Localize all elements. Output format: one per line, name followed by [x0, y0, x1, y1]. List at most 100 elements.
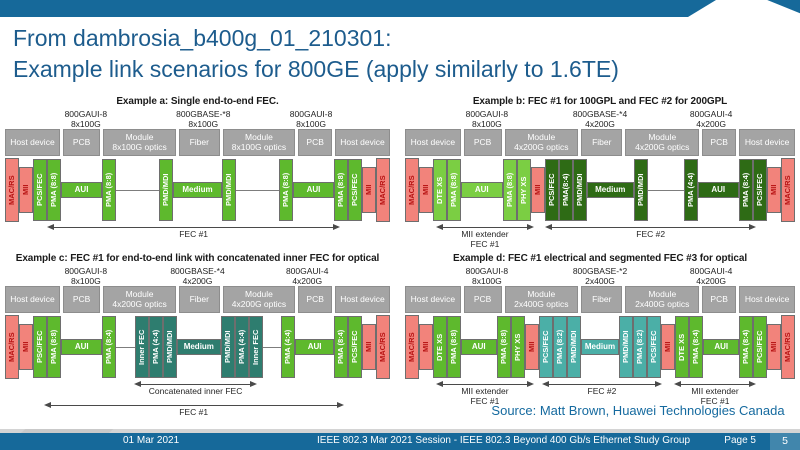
- source-credit: Source: Matt Brown, Huawei Technologies …: [491, 403, 785, 418]
- example-c-title: Example c: FEC #1 for end-to-end link wi…: [15, 253, 380, 264]
- layer-block-label: Module: [245, 131, 273, 142]
- layer-block-label: Host device: [10, 136, 55, 147]
- sublayer-block: MII: [419, 167, 433, 213]
- sublayer-block: PCS/FEC: [348, 159, 363, 221]
- layer-block-label: 4x200G optics: [231, 298, 287, 309]
- layer-block: PCB: [62, 286, 101, 313]
- connection-bar: Medium: [176, 339, 221, 355]
- connection-bar: AUI: [703, 339, 739, 355]
- layer-block-label: 4x200G optics: [635, 141, 690, 152]
- arrow-label-line: MII extender: [691, 386, 739, 396]
- sublayer-block: PMD/MDI: [633, 159, 648, 221]
- sublayer-block: MAC/RS: [5, 315, 19, 379]
- layer-block: Host device: [739, 286, 795, 313]
- arrow-head-left-icon: [674, 381, 682, 387]
- sublayer-block: PMA (8:8): [278, 159, 293, 221]
- arrow-label: FEC #2: [542, 386, 663, 397]
- arrow-head-left-icon: [43, 402, 51, 408]
- sublayer-block: PMA (8:8): [502, 159, 517, 221]
- layer-block-label: Module: [245, 288, 273, 299]
- sublayer-block: MII: [530, 167, 545, 213]
- arrow-label: FEC #1: [44, 407, 344, 418]
- layer-block-label: PCB: [72, 293, 91, 304]
- layer-block: Fiber: [581, 286, 623, 313]
- interface-name: 800GAUI-8: [64, 266, 108, 276]
- sublayer-block: PMA(8:4): [558, 159, 573, 221]
- layer-block: Host device: [739, 129, 795, 156]
- interface-name: 800GBASE-*2: [572, 266, 628, 276]
- arrow-label-line: FEC #2: [636, 229, 666, 239]
- arrow-line: [47, 224, 340, 230]
- sublayer-block: PMA (8:8): [47, 316, 61, 378]
- sublayer-block: PHY XS: [510, 316, 525, 378]
- span-arrow: FEC #2: [545, 224, 756, 240]
- sublayer-block: PMA (4:4): [683, 159, 698, 221]
- layer-block: Host device: [335, 286, 390, 313]
- sublayer-block: PMA (4:4): [148, 316, 163, 378]
- layer-block-label: Host device: [340, 136, 385, 147]
- layer-block-label: Host device: [410, 293, 456, 304]
- sublayer-block: MII: [362, 167, 377, 213]
- slide-title-line2: Example link scenarios for 800GE (apply …: [13, 55, 619, 82]
- sublayer-block: MII: [767, 167, 781, 213]
- layer-block-label: Fiber: [189, 136, 209, 147]
- sublayer-block: PMD/MDI: [220, 316, 235, 378]
- arrow-head-left-icon: [436, 224, 444, 230]
- interface-name: 800GAUI-8: [64, 109, 108, 119]
- arrow-line: [674, 381, 756, 387]
- sublayer-block: PCS/FEC: [753, 159, 767, 221]
- sublayer-block: PMA (8:4): [739, 159, 753, 221]
- layer-block-label: 8x100G optics: [231, 141, 287, 152]
- interface-name: 800GAUI-4: [689, 266, 733, 276]
- arrow-line: [436, 381, 534, 387]
- example-b: Example b: FEC #1 for 100GPL and FEC #2 …: [405, 96, 795, 249]
- example-a-title: Example a: Single end-to-end FEC.: [116, 96, 279, 107]
- layer-block: PCB: [62, 129, 101, 156]
- top-banner-corner: [767, 0, 800, 14]
- interface-lanes: 4x200G: [585, 118, 615, 129]
- layer-block-label: Host device: [10, 293, 55, 304]
- sublayer-block: PMA (8:4): [739, 316, 753, 378]
- sublayer-block: MII: [419, 324, 433, 370]
- arrow-head-right-icon: [526, 224, 534, 230]
- layer-block-label: PCB: [473, 136, 492, 147]
- layer-block-label: PCB: [306, 293, 324, 304]
- connector-line: [116, 346, 135, 348]
- arrow-label-line: FEC #1: [179, 407, 209, 417]
- arrow-label-line: FEC #1: [470, 238, 500, 249]
- layer-block-label: Module: [125, 131, 154, 142]
- interface-lanes: 8x100G: [472, 118, 502, 129]
- sublayer-block: DTE XS: [433, 159, 447, 221]
- sublayer-block: PMA (8:8): [447, 159, 461, 221]
- interface-lanes: 4x200G: [292, 275, 323, 286]
- arrow-label-line: MII extender: [461, 229, 509, 239]
- connection-bar: AUI: [292, 182, 335, 198]
- arrow-head-left-icon: [47, 224, 55, 230]
- sublayer-block: MII: [524, 324, 539, 370]
- connection-bar: Medium: [580, 339, 620, 355]
- interface-name: 800GAUI-8: [465, 109, 509, 119]
- arrow-line: [436, 224, 534, 230]
- arrow-line: [541, 381, 663, 387]
- slide-title-line1: From dambrosia_b400g_01_210301:: [13, 25, 392, 51]
- sublayer-block: PSC/FEC: [33, 316, 47, 378]
- sublayer-block: PCS/FEC: [544, 159, 559, 221]
- arrow-label-line: FEC #1: [700, 395, 730, 406]
- sublayer-block: PCS/FEC: [538, 316, 553, 378]
- layer-block: Host device: [5, 129, 60, 156]
